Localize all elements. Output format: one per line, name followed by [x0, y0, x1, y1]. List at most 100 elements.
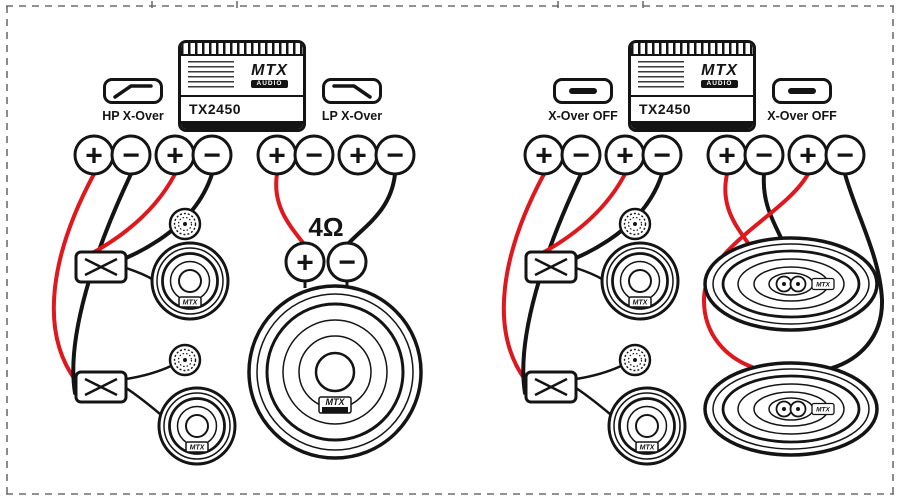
plus-icon: +	[296, 247, 314, 280]
impedance-label: 4Ω	[308, 212, 343, 242]
crossover-lead	[125, 266, 153, 281]
crossover-box	[524, 250, 578, 284]
left-wiring-diagram: + − + − + − + −	[51, 134, 423, 466]
amp-terminal-positive: +	[706, 134, 748, 176]
mtx-mini-logo	[635, 441, 659, 453]
plus-icon: +	[799, 140, 817, 173]
crop-marks	[6, 1, 894, 495]
tweeter-speaker	[618, 343, 652, 377]
mtx-mini-logo	[185, 441, 209, 453]
wire-negative	[346, 172, 397, 246]
brand-name: MTX	[701, 61, 738, 79]
crossover-box	[74, 370, 128, 404]
tweeter-speaker	[168, 207, 202, 241]
xover-off-badge	[772, 78, 832, 104]
brand-sub: AUDIO	[250, 79, 289, 89]
amp-terminal-positive: +	[154, 134, 196, 176]
plus-icon: +	[535, 140, 553, 173]
crossover-lead	[575, 266, 603, 281]
wire-positive	[51, 172, 96, 383]
crossover-lead	[125, 230, 171, 261]
mtx-mini-logo	[811, 277, 835, 291]
mtx-mini-logo-text: MTX	[633, 299, 649, 306]
crossover-box	[74, 250, 128, 284]
wire-negative	[761, 172, 783, 240]
component-midrange-speaker: MTX	[157, 386, 237, 466]
wire-positive	[274, 172, 306, 246]
mtx-mini-logo-text: MTX	[183, 299, 199, 306]
plus-icon: +	[268, 140, 286, 173]
xover-off-badge	[553, 78, 613, 104]
plus-icon: +	[349, 140, 367, 173]
amp-vents	[638, 61, 684, 90]
minus-icon: −	[386, 139, 404, 172]
x-icon	[534, 257, 568, 277]
amp-terminal-negative: −	[374, 134, 416, 176]
crossover-lead	[575, 364, 622, 381]
minus-icon: −	[653, 139, 671, 172]
amp-base-bar	[181, 121, 303, 129]
crossover-lead	[575, 230, 621, 261]
lp-xover-label: LP X-Over	[321, 109, 383, 123]
mtx-mini-logo	[811, 402, 835, 416]
high-pass-filter-icon	[113, 84, 153, 99]
sub-terminal-positive: +	[284, 241, 326, 283]
amp-terminal-positive: +	[604, 134, 646, 176]
plus-icon: +	[718, 140, 736, 173]
amp-model-label: TX2450	[639, 101, 692, 117]
brand-sub: AUDIO	[700, 79, 739, 89]
right-wiring-diagram: + − + − + − + −	[501, 134, 885, 466]
minus-icon: −	[755, 139, 773, 172]
amp-heatsink-fins	[631, 43, 753, 56]
plus-icon: +	[616, 140, 634, 173]
tweeter-speaker	[168, 343, 202, 377]
oval-6x9-speaker: MTX	[703, 236, 879, 332]
crossover-off-icon	[788, 88, 816, 94]
wire-positive	[723, 172, 750, 245]
component-midrange-speaker: MTX	[150, 241, 230, 321]
component-midrange-speaker: MTX	[600, 241, 680, 321]
crossover-lead	[125, 364, 172, 381]
mtx-mini-logo-text: MTX	[326, 397, 346, 407]
amp-terminal-negative: −	[824, 134, 866, 176]
x-icon	[534, 377, 568, 397]
wire-positive	[501, 172, 546, 383]
mtx-mini-logo-subtext: AUDIO	[328, 408, 343, 413]
amp-terminal-positive: +	[73, 134, 115, 176]
hp-xover-label: HP X-Over	[102, 109, 164, 123]
amp-vents	[188, 61, 234, 90]
crossover-lead	[575, 386, 611, 415]
amp-terminal-positive: +	[256, 134, 298, 176]
amp-terminal-positive: +	[787, 134, 829, 176]
amp-terminal-negative: −	[293, 134, 335, 176]
sub-terminal-negative: −	[326, 241, 368, 283]
amp-model-label: TX2450	[189, 101, 242, 117]
minus-icon: −	[572, 139, 590, 172]
low-pass-filter-icon	[332, 84, 372, 99]
plus-icon: +	[85, 140, 103, 173]
plus-icon: +	[166, 140, 184, 173]
mtx-mini-logo-text: MTX	[190, 444, 206, 451]
wire-negative	[830, 172, 885, 370]
brand-name: MTX	[251, 61, 288, 79]
x-icon	[84, 377, 118, 397]
amplifier-left: MTX AUDIO TX2450	[178, 40, 306, 132]
amplifier-right: MTX AUDIO TX2450	[628, 40, 756, 132]
amp-terminal-negative: −	[560, 134, 602, 176]
mtx-mini-logo	[178, 296, 202, 308]
minus-icon: −	[203, 139, 221, 172]
x-icon	[84, 257, 118, 277]
crossover-lead	[125, 386, 161, 415]
amp-heatsink-fins	[181, 43, 303, 56]
mtx-audio-logo: MTX AUDIO	[236, 61, 303, 89]
subwoofer-speaker: MTX AUDIO	[247, 284, 423, 460]
minus-icon: −	[122, 139, 140, 172]
minus-icon: −	[305, 139, 323, 172]
tweeter-speaker	[618, 207, 652, 241]
mtx-mini-logo-text: MTX	[640, 444, 656, 451]
amp-base-bar	[631, 121, 753, 129]
crossover-box	[524, 370, 578, 404]
component-midrange-speaker: MTX	[607, 386, 687, 466]
